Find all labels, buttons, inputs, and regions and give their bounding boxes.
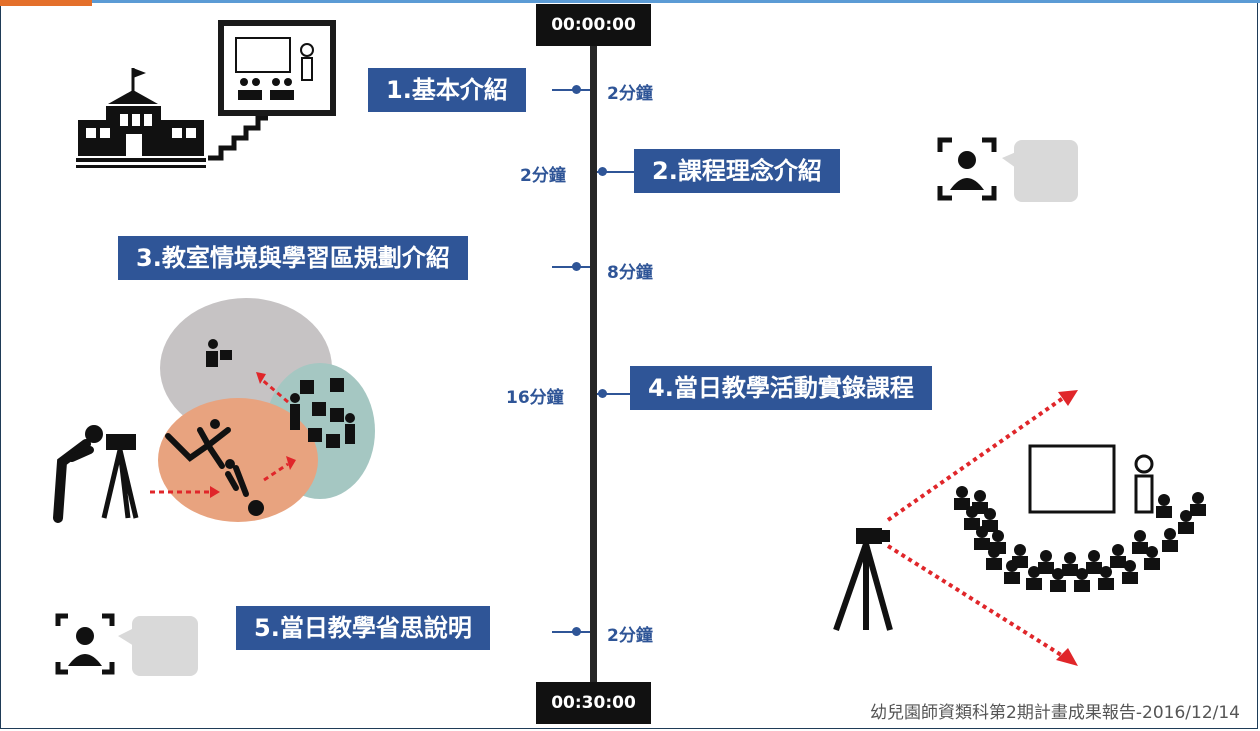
topic-5-box: 5.當日教學省思說明: [236, 606, 490, 650]
audience-classroom-icon: [954, 444, 1206, 592]
tripod-camera-icon: [833, 390, 1078, 666]
top-rule: [0, 0, 1260, 3]
duration-5: 2分鐘: [607, 626, 653, 646]
connector-dot-2: [598, 167, 607, 176]
photographer-icon: [53, 425, 139, 523]
topic-3-box: 3.教室情境與學習區規劃介紹: [118, 236, 468, 280]
connector-dot-5: [572, 627, 581, 636]
duration-3: 8分鐘: [607, 263, 653, 283]
connector-dot-1: [572, 85, 581, 94]
connector-3: [552, 266, 590, 268]
speaker-portrait-icon: [937, 137, 997, 201]
speech-bubble-icon: [1002, 140, 1078, 202]
topic-2-box: 2.課程理念介紹: [634, 149, 840, 193]
speech-bubble-icon-2: [118, 616, 198, 676]
connector-dot-3: [572, 262, 581, 271]
classroom-icon: [218, 20, 336, 116]
duration-1: 2分鐘: [607, 84, 653, 104]
footer-caption: 幼兒園師資類科第2期計畫成果報告-2016/12/14: [870, 703, 1240, 723]
connector-4: [597, 393, 630, 395]
learning-area-circles-icon: [150, 298, 375, 522]
speaker-portrait-icon-2: [55, 613, 115, 675]
end-time: 00:30:00: [536, 682, 651, 724]
topic-1-box: 1.基本介紹: [368, 68, 526, 112]
connector-1: [552, 89, 590, 91]
timeline-axis: [590, 42, 597, 692]
top-accent: [0, 0, 92, 6]
connector-2: [597, 171, 634, 173]
duration-2: 2分鐘: [520, 166, 566, 186]
topic-4-box: 4.當日教學活動實錄課程: [630, 366, 932, 410]
connector-5: [552, 631, 590, 633]
connector-dot-4: [598, 389, 607, 398]
school-building-icon: [76, 68, 268, 168]
duration-4: 16分鐘: [506, 388, 564, 408]
start-time: 00:00:00: [536, 4, 651, 46]
